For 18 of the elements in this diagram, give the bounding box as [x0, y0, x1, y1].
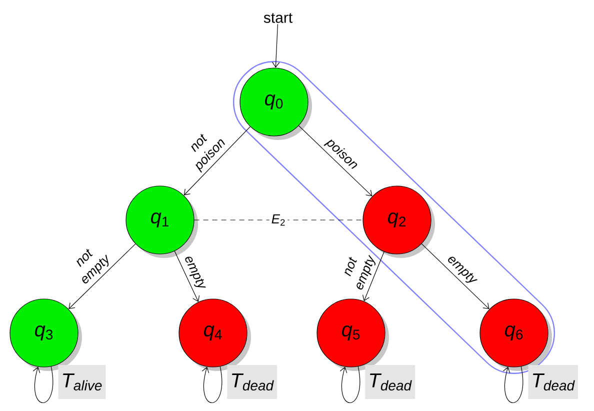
terminal-label: T$_{alive}$ — [58, 365, 106, 399]
arrow — [362, 251, 384, 302]
self-loop-arrow — [202, 366, 222, 404]
terminal-label: T$_{dead}$ — [528, 365, 578, 399]
arrow — [421, 244, 490, 310]
arrow — [68, 244, 136, 310]
edge-label: empty — [185, 256, 206, 288]
arrow — [272, 24, 280, 68]
self-loop-arrow — [340, 366, 360, 404]
edge-label: E$_{2}$ — [269, 212, 288, 228]
self-loop-arrow — [502, 366, 523, 404]
terminal-label: T$_{dead}$ — [227, 365, 278, 399]
arrow — [184, 126, 250, 196]
terminal-label: T$_{dead}$ — [365, 365, 416, 399]
arrow — [174, 250, 200, 302]
self-loop-arrow — [32, 366, 54, 404]
start-label: start — [264, 13, 292, 23]
arrow — [298, 125, 372, 196]
